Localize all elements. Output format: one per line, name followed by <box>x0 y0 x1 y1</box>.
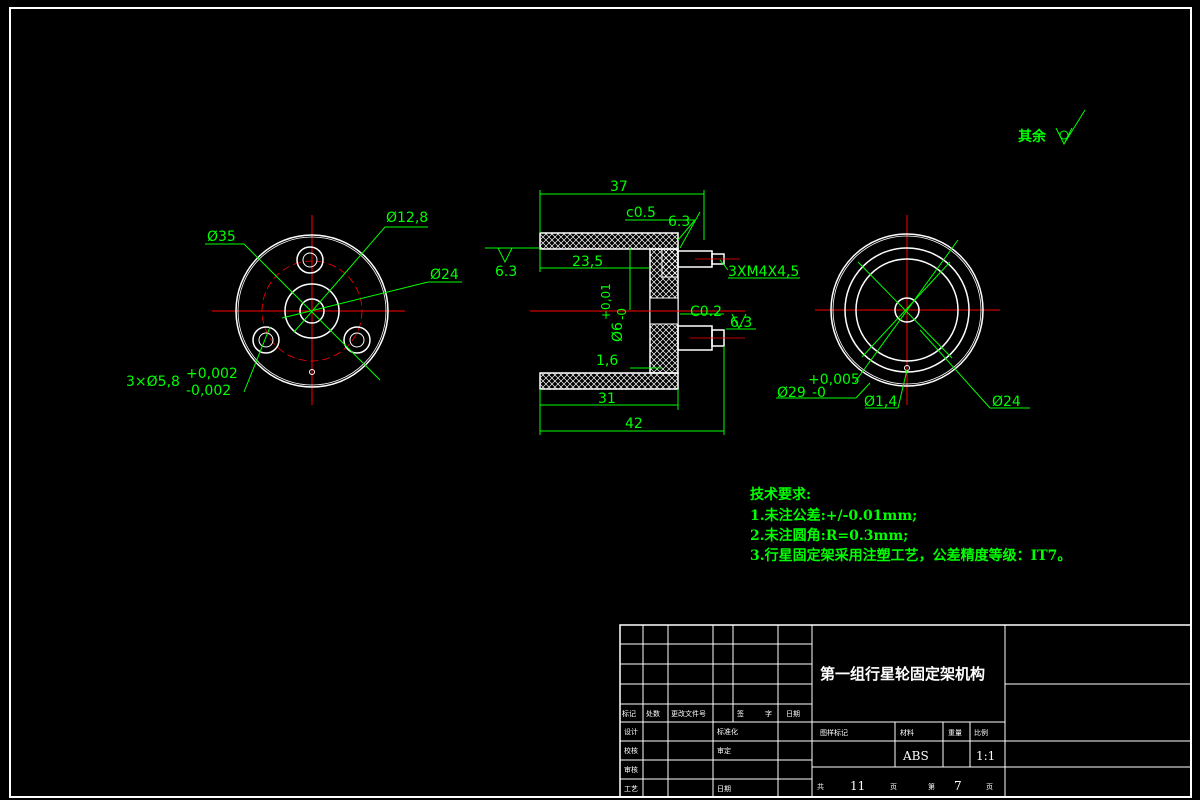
left-dim-holes-tol-upper: +0,002 <box>186 366 238 382</box>
right-dim-tol-lower: -0 <box>812 385 826 401</box>
tb-header-cell: 处数 <box>646 709 660 718</box>
left-outer-circle <box>235 234 389 388</box>
total-sheets: 11 <box>850 779 865 793</box>
tb-mid-header: 材料 <box>900 728 914 737</box>
tech-req-item: 2.未注圆角:R=0.3mm; <box>750 527 908 544</box>
tb-row-label: 工艺 <box>624 785 638 793</box>
sheet-suffix: 页 <box>890 783 897 791</box>
total-sheets-prefix: 共 <box>817 782 824 791</box>
section-dim-42: 42 <box>625 416 643 432</box>
tb-mid-header: 图样标记 <box>820 728 848 737</box>
scale-value: 1:1 <box>976 749 995 763</box>
tb-header-cell: 字 <box>765 709 772 718</box>
section-dim-37: 37 <box>610 179 628 195</box>
left-hole <box>296 246 324 274</box>
roughness-symbol <box>731 313 747 330</box>
section-bottom-wall <box>539 372 679 390</box>
left-dim-holes-tol-lower: -0,002 <box>186 383 231 399</box>
material-value: ABS <box>902 749 929 763</box>
tb-mid-label: 日期 <box>717 785 731 793</box>
roughness-symbol <box>497 247 513 264</box>
tb-row-label: 校核 <box>624 746 638 755</box>
left-dim-bolt-circle: Ø24 <box>430 267 459 283</box>
section-roughness-top: 6.3 <box>668 214 690 230</box>
right-view: +0,005 Ø29 -0 Ø1,4 Ø24 <box>776 215 1030 410</box>
tech-requirements: 技术要求: 1.未注公差:+/-0.01mm; 2.未注圆角:R=0.3mm; … <box>750 486 1071 564</box>
roughness-note: 其余 <box>1018 109 1086 146</box>
roughness-note-text: 其余 <box>1018 128 1047 145</box>
section-dim-thread: 3XM4X4,5 <box>728 264 799 280</box>
left-dim-outer: Ø35 <box>207 229 236 245</box>
tb-mid-header: 比例 <box>974 728 988 737</box>
right-outer-circle <box>830 233 984 387</box>
right-center-hole <box>894 297 920 323</box>
tb-header-cell: 日期 <box>786 710 800 718</box>
tech-req-item: 3.行星固定架采用注塑工艺，公差精度等级：IT7。 <box>750 547 1071 564</box>
section-view: 37 c0.5 6.3 6.3 23,5 3XM4X4,5 C0.2 6.3 1… <box>485 179 800 435</box>
left-view: Ø35 Ø12,8 Ø24 3×Ø5,8 +0,002 -0,002 <box>126 210 462 405</box>
left-hub <box>284 283 340 339</box>
title-block <box>619 624 1192 798</box>
sheet-prefix: 第 <box>928 782 935 791</box>
tb-header-cell: 更改文件号 <box>671 709 706 718</box>
right-dim-tol-upper: +0,005 <box>808 372 860 388</box>
part-name: 第一组行星轮固定架机构 <box>820 665 985 683</box>
section-dim-1-6: 1,6 <box>596 353 618 369</box>
tech-req-item: 1.未注公差:+/-0.01mm; <box>750 507 917 524</box>
section-dim-bore-tol-upper: +0,01 <box>599 283 613 320</box>
section-top-wall <box>539 232 679 250</box>
tb-header-cell: 签 <box>737 709 744 718</box>
tech-req-title: 技术要求: <box>750 486 811 503</box>
right-dim-pcd: Ø24 <box>992 394 1021 410</box>
right-dim-small: Ø1,4 <box>864 394 897 410</box>
section-dim-chamfer: c0.5 <box>626 205 656 221</box>
tb-mid-label: 标准化 <box>717 727 738 736</box>
sheet-no: 7 <box>954 779 962 793</box>
sheet-suffix2: 页 <box>986 783 993 791</box>
section-dim-31: 31 <box>598 391 616 407</box>
right-dim-outer: Ø29 <box>777 385 806 401</box>
left-dim-hub: Ø12,8 <box>386 210 428 226</box>
section-roughness-left: 6.3 <box>495 264 517 280</box>
drawing-frame <box>9 7 1192 798</box>
section-dim-bore-tol-lower: -0 <box>615 308 629 320</box>
left-hole <box>252 326 280 354</box>
left-hole <box>343 326 371 354</box>
tb-row-label: 设计 <box>624 727 638 736</box>
section-roughness-pin: 6.3 <box>730 315 752 331</box>
tb-header-cell: 标记 <box>622 709 636 718</box>
left-dim-holes: 3×Ø5,8 <box>126 374 180 390</box>
tb-mid-label: 审定 <box>717 746 731 755</box>
section-dim-bore: Ø6 <box>610 322 626 342</box>
section-dim-23-5: 23,5 <box>572 254 603 270</box>
tb-row-label: 审核 <box>624 765 638 774</box>
tb-mid-header: 重量 <box>948 729 962 737</box>
section-dim-c0-2: C0.2 <box>690 304 722 320</box>
